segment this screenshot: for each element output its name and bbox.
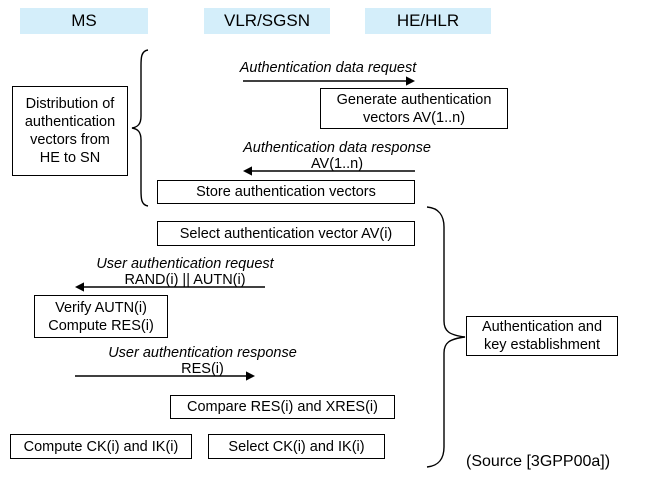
phase-box-distribution: Distribution of authentication vectors f… [12,86,128,176]
process-box-compare-res: Compare RES(i) and XRES(i) [170,395,395,419]
column-header-he-hlr: HE/HLR [365,8,491,34]
process-box-generate-av: Generate authentication vectors AV(1..n) [320,88,508,129]
process-box-compute-ck-ik: Compute CK(i) and IK(i) [10,434,192,459]
message-sublabel-auth-data-response: AV(1..n) [310,156,364,172]
message-arrow-auth-data-response [243,166,415,176]
phase-box-auth-key-establishment: Authentication and key establishment [466,316,618,356]
process-box-select-ck-ik: Select CK(i) and IK(i) [208,434,385,459]
message-label-user-auth-response: User authentication response [108,345,297,361]
process-box-select-av: Select authentication vector AV(i) [157,221,415,246]
message-arrow-user-auth-request [75,282,265,292]
column-header-vlr-sgsn: VLR/SGSN [204,8,330,34]
message-label-auth-data-request: Authentication data request [239,60,417,76]
brace-distribution-phase [131,49,149,207]
process-box-store-av: Store authentication vectors [157,180,415,204]
message-sublabel-user-auth-response: RES(i) [181,361,224,377]
message-arrow-user-auth-response [75,371,255,381]
column-header-ms: MS [20,8,148,34]
brace-auth-key-phase [426,206,466,468]
message-sublabel-user-auth-request: RAND(i) || AUTN(i) [124,272,246,288]
process-box-verify-autn: Verify AUTN(i) Compute RES(i) [34,295,168,338]
message-label-user-auth-request: User authentication request [96,256,274,272]
source-note: (Source [3GPP00a]) [466,453,611,470]
message-label-auth-data-response: Authentication data response [243,140,431,156]
message-arrow-auth-data-request [243,76,415,86]
